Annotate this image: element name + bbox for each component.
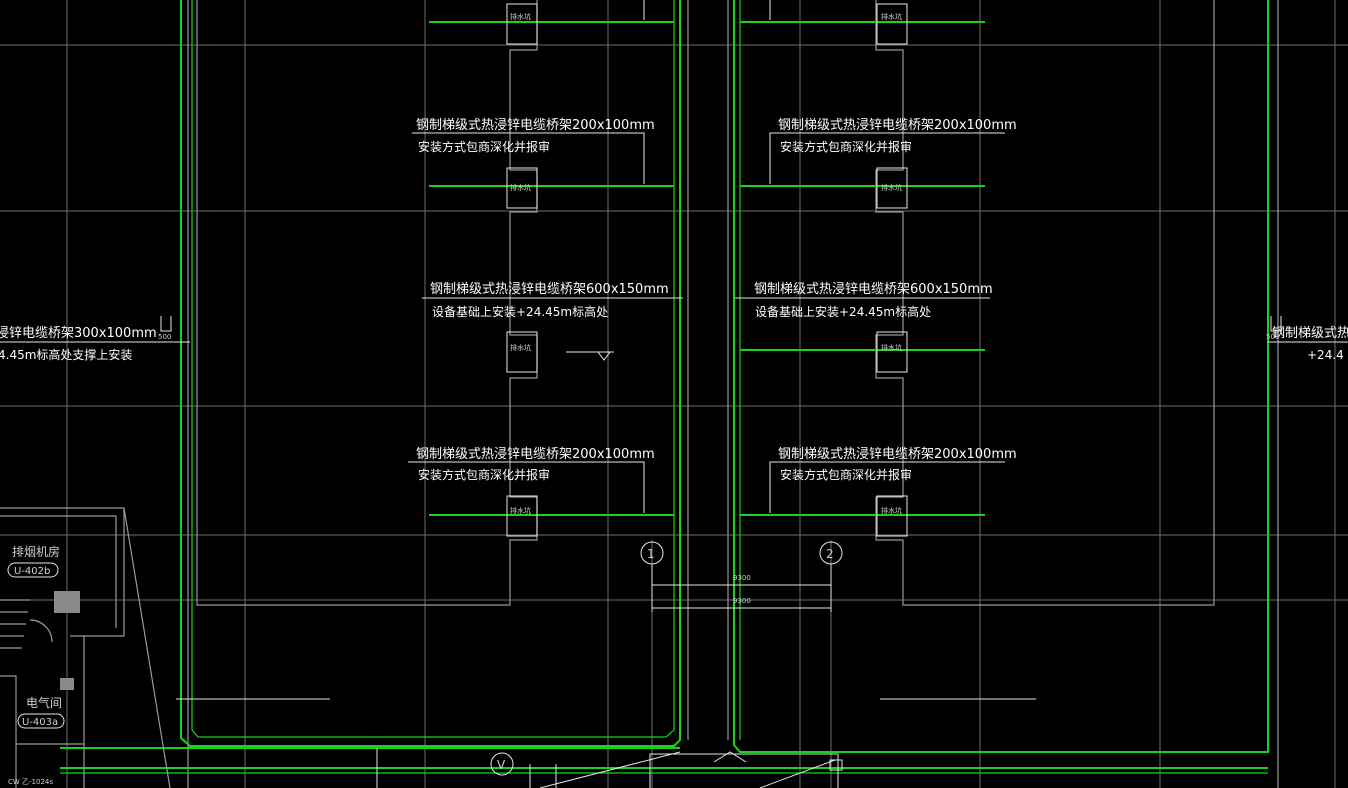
valve-symbol: V <box>497 758 506 772</box>
tray-annotations: 钢制梯级式热浸锌电缆桥架200x100mm 安装方式包商深化并报审 钢制梯级式热… <box>0 117 1348 482</box>
tray-note: 安装方式包商深化并报审 <box>780 467 912 482</box>
leader-lines <box>0 0 1348 700</box>
tray-note: 安装方式包商深化并报审 <box>418 467 550 482</box>
room-code-exhaust: U-402b <box>14 566 50 577</box>
tray-label-large: 钢制梯级式热浸锌电缆桥架600x150mm <box>430 281 669 297</box>
tray-note: 安装方式包商深化并报审 <box>418 139 550 154</box>
tray-note: 安装方式包商深化并报审 <box>780 139 912 154</box>
pit-tag: 排水坑 <box>881 506 902 515</box>
room-name-electrical: 电气间 <box>26 695 62 710</box>
axis-2-label: 2 <box>826 547 834 561</box>
pit-tag: 排水坑 <box>881 343 902 352</box>
rooms: 排烟机房 U-402b 电气间 U-403a CW 乙-1024s <box>0 507 171 788</box>
tray-note-large: 设备基础上安装+24.45m标高处 <box>755 304 931 319</box>
tray-label: 钢制梯级式热浸锌电缆桥架200x100mm <box>778 446 1017 462</box>
left-tray-note: 4.45m标高处支撑上安装 <box>0 347 132 362</box>
dimension-top: 9300 <box>733 574 751 582</box>
tray-label: 钢制梯级式热浸锌电缆桥架200x100mm <box>416 446 655 462</box>
tray-label-large: 钢制梯级式热浸锌电缆桥架600x150mm <box>754 281 993 297</box>
room-code-electrical: U-403a <box>22 717 58 728</box>
axis-1-label: 1 <box>647 547 655 561</box>
right-tray-note: +24.4 <box>1307 348 1344 362</box>
pit-tag: 排水坑 <box>510 12 531 21</box>
drain-pit-symbols: 排水坑 排水坑 排水坑 排水坑 排水坑 排水坑 排水坑 排水坑 <box>506 3 908 537</box>
axis-markers: 1 2 9300 9300 <box>640 541 843 612</box>
pit-tag: 排水坑 <box>510 183 531 192</box>
pit-tag: 排水坑 <box>881 12 902 21</box>
tray-label: 钢制梯级式热浸锌电缆桥架200x100mm <box>416 117 655 133</box>
bottom-details: V <box>376 748 843 788</box>
tray-note-large: 设备基础上安装+24.45m标高处 <box>432 304 608 319</box>
cable-trays[interactable] <box>60 0 1269 774</box>
left-tray-label: 浸锌电缆桥架300x100mm <box>0 325 157 341</box>
pit-tag: 排水坑 <box>881 183 902 192</box>
tray-label: 钢制梯级式热浸锌电缆桥架200x100mm <box>778 117 1017 133</box>
pit-tag: 排水坑 <box>510 506 531 515</box>
small-dimension: 500 <box>1266 333 1279 341</box>
pit-tag: 排水坑 <box>510 343 531 352</box>
room-name-exhaust: 排烟机房 <box>12 544 60 559</box>
right-tray-label: 钢制梯级式热浸锌 <box>1272 326 1348 341</box>
small-dimension: 500 <box>158 333 171 341</box>
dimension-bottom: 9300 <box>733 597 751 605</box>
bottom-code: CW 乙-1024s <box>8 778 53 786</box>
